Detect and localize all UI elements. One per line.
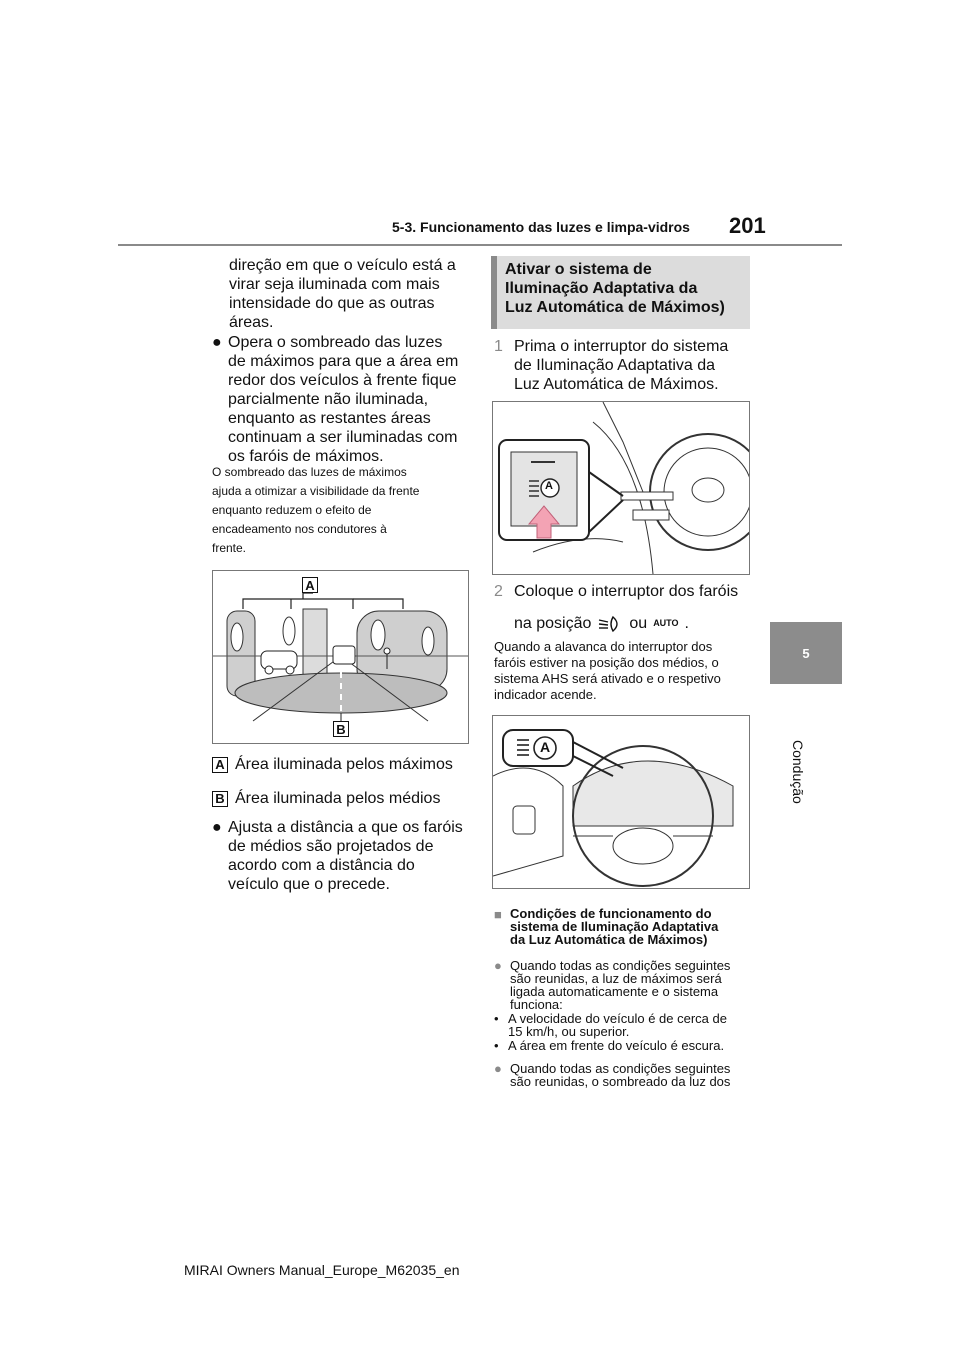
text-line: de máximos para que a área em	[228, 353, 459, 370]
step-number: 2	[494, 583, 503, 600]
switch-location-figure: A	[492, 401, 767, 575]
text-line: são reunidas, a luz de máximos será	[510, 971, 722, 986]
text-line: A área em frente do veículo é escura.	[508, 1038, 725, 1053]
header-rule	[118, 244, 842, 246]
text-line: continuam a ser iluminadas com	[228, 429, 458, 446]
legend-text-b: Área iluminada pelos médios	[235, 790, 441, 807]
indicator-figure: A	[492, 715, 750, 889]
step-number: 1	[494, 338, 503, 355]
bullet-icon: ●	[494, 1061, 502, 1076]
text-fragment: ou	[629, 615, 648, 632]
text-line: sistema AHS será ativado e o respetivo	[494, 671, 721, 686]
text-line: intensidade do que as outras	[229, 295, 435, 312]
road-illustration	[213, 592, 468, 722]
text-line: encadeamento nos condutores à	[212, 522, 387, 536]
legend-a: A Área iluminada pelos máximos	[212, 755, 453, 774]
text-line: O sombreado das luzes de máximos	[212, 465, 407, 479]
footer-text: MIRAI Owners Manual_Europe_M62035_en	[184, 1262, 460, 1278]
switch-a-letter: A	[545, 480, 553, 492]
ahs-note: Quando a alavanca do interruptor dos far…	[494, 639, 750, 703]
bullet-icon: •	[494, 1011, 499, 1026]
text-line: Coloque o interruptor dos faróis	[514, 583, 739, 600]
legend-key-b: B	[212, 790, 228, 807]
chapter-tab: 5	[770, 622, 842, 684]
heading-line: Ativar o sistema de	[505, 261, 652, 278]
text-line: funciona:	[510, 997, 563, 1012]
condition-1-items: • A velocidade do veículo é de cerca de …	[494, 1012, 750, 1052]
bullet-icon: ●	[212, 819, 222, 836]
text-line: indicador acende.	[494, 687, 597, 702]
list-item: • A velocidade do veículo é de cerca de …	[494, 1012, 750, 1038]
text-line: 15 km/h, ou superior.	[508, 1024, 630, 1039]
text-line: direção em que o veículo está a	[229, 257, 456, 274]
text-line: ajuda a otimizar a visibilidade da frent…	[212, 484, 420, 498]
step-2-line-2: na posição ou AUTO .	[514, 614, 738, 633]
text-line: são reunidas, o sombreado da luz dos	[510, 1074, 731, 1089]
bullet-icon: •	[494, 1038, 499, 1053]
text-line: acordo com a distância do	[228, 857, 415, 874]
section-heading: Ativar o sistema de Iluminação Adaptativ…	[491, 256, 750, 329]
text-line: parcialmente não iluminada,	[228, 391, 429, 408]
list-item: • A área em frente do veículo é escura.	[494, 1039, 750, 1052]
shading-note: O sombreado das luzes de máximos ajuda a…	[212, 463, 472, 558]
heading-line: Iluminação Adaptativa da	[505, 280, 698, 297]
low-beam-icon	[597, 615, 623, 633]
text-line: frente.	[212, 541, 247, 555]
figure-label-b: B	[333, 721, 349, 737]
headlight-area-figure: A B	[212, 570, 469, 744]
text-line: de médios são projetados de	[228, 838, 434, 855]
text-line: Quando a alavanca do interruptor dos	[494, 639, 713, 654]
text-line: ligada automaticamente e o sistema	[510, 984, 719, 999]
heading-line: Luz Automática de Máximos)	[505, 299, 725, 316]
step-1: 1 Prima o interruptor do sistema de Ilum…	[494, 337, 750, 394]
condition-2: ● Quando todas as condições seguintes sã…	[494, 1062, 750, 1088]
text-line: redor dos veículos à frente fique	[228, 372, 457, 389]
bullet-shading: ● Opera o sombreado das luzes de máximos…	[212, 333, 470, 466]
text-line: enquanto reduzem o efeito de	[212, 503, 372, 517]
legend-b: B Área iluminada pelos médios	[212, 789, 440, 808]
continuation-paragraph: direção em que o veículo está a virar se…	[229, 256, 469, 332]
text-line: Condições de funcionamento do	[510, 906, 712, 921]
auto-icon: AUTO	[653, 618, 679, 628]
text-fragment: .	[684, 615, 689, 632]
text-line: Prima o interruptor do sistema	[514, 338, 729, 355]
text-line: sistema de Iluminação Adaptativa	[510, 919, 719, 934]
legend-key-a: A	[212, 756, 228, 773]
conditions-heading: ■ Condições de funcionamento do sistema …	[494, 907, 750, 946]
indicator-a-letter: A	[540, 739, 551, 755]
step-2: 2 Coloque o interruptor dos faróis na po…	[494, 582, 750, 633]
text-line: enquanto as restantes áreas	[228, 410, 431, 427]
legend-text-a: Área iluminada pelos máximos	[235, 756, 453, 773]
chapter-label: Condução	[790, 740, 806, 804]
instrument-cluster-illustration	[492, 729, 734, 887]
page-number: 201	[729, 213, 766, 238]
chapter-number: 5	[802, 645, 810, 661]
text-line: Quando todas as condições seguintes	[510, 1061, 731, 1076]
text-line: Opera o sombreado das luzes	[228, 334, 443, 351]
text-line: Quando todas as condições seguintes	[510, 958, 731, 973]
section-header-title: 5-3. Funcionamento das luzes e limpa-vid…	[392, 219, 690, 235]
text-line: de Iluminação Adaptativa da	[514, 357, 716, 374]
text-line: Ajusta a distância a que os faróis	[228, 819, 463, 836]
text-line: virar seja iluminada com mais	[229, 276, 440, 293]
figure-label-a: A	[302, 577, 318, 593]
text-line: veículo que o precede.	[228, 876, 390, 893]
text-fragment: na posição	[514, 615, 592, 632]
text-line: faróis estiver na posição dos médios, o	[494, 655, 719, 670]
bullet-distance: ● Ajusta a distância a que os faróis de …	[212, 818, 470, 894]
dashboard-switch-illustration	[498, 401, 767, 575]
square-bullet-icon: ■	[494, 907, 502, 922]
text-line: A velocidade do veículo é de cerca de	[508, 1011, 727, 1026]
text-line: os faróis de máximos.	[228, 448, 384, 465]
bullet-icon: ●	[494, 958, 502, 973]
bullet-icon: ●	[212, 334, 222, 351]
text-line: áreas.	[229, 314, 274, 331]
condition-1: ● Quando todas as condições seguintes sã…	[494, 959, 750, 1011]
text-line: Luz Automática de Máximos.	[514, 376, 719, 393]
text-line: da Luz Automática de Máximos)	[510, 932, 708, 947]
